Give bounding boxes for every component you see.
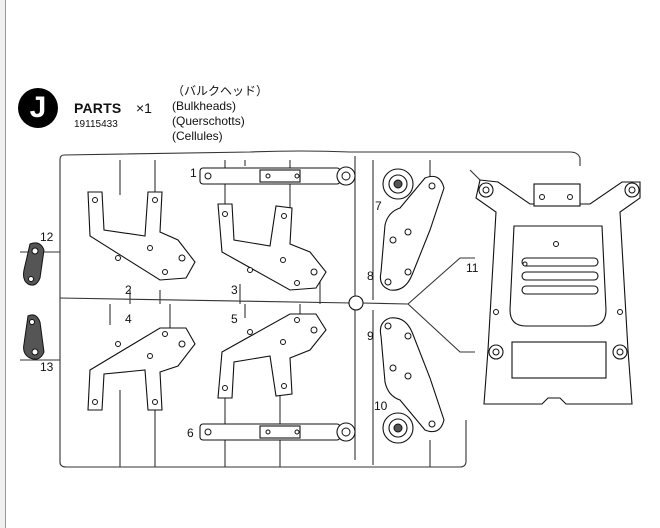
page-frame-edge (0, 0, 6, 528)
part-4-bulkhead (87, 327, 196, 411)
part-6-rod (199, 422, 356, 442)
part-label-9: 9 (367, 329, 374, 343)
part-1-rod (199, 166, 356, 186)
part-7-wheel (382, 168, 414, 200)
part-label-8: 8 (367, 269, 374, 283)
part-name-japanese: （バルクヘッド） (172, 84, 269, 98)
part-5-bulkhead (217, 313, 327, 399)
parts-quantity: ×1 (136, 100, 152, 116)
part-name-english: (Bulkheads) (172, 99, 237, 113)
parts-tree-header: J PARTS ×1 19115433 （バルクヘッド） (Bulkheads)… (18, 84, 318, 154)
part-label-3: 3 (231, 283, 238, 297)
sprue-frame (59, 150, 581, 468)
part-10-wheel (382, 412, 414, 444)
part-label-2: 2 (125, 283, 132, 297)
part-8-arm (379, 175, 445, 291)
part-name-german: (Querschotts) (172, 114, 245, 128)
part-label-12: 12 (40, 230, 54, 244)
sprue-gate-junction (348, 295, 364, 311)
tree-letter-badge: J (18, 88, 58, 128)
part-name-list: （バルクヘッド） (Bulkheads) (Querschotts) (Cell… (172, 84, 268, 144)
part-label-11: 11 (466, 261, 479, 275)
part-label-1: 1 (190, 166, 197, 180)
part-12-link (23, 242, 45, 286)
part-label-6: 6 (187, 426, 194, 440)
part-label-7: 7 (375, 199, 382, 213)
part-3-bulkhead (217, 203, 327, 291)
part-label-5: 5 (231, 312, 238, 326)
part-label-13: 13 (40, 360, 54, 374)
part-number: 19115433 (74, 119, 118, 130)
part-13-link (23, 314, 45, 360)
part-label-4: 4 (125, 312, 132, 326)
parts-label: PARTS (74, 100, 122, 116)
part-2-bulkhead (87, 191, 196, 281)
part-label-10: 10 (374, 399, 388, 413)
part-9-arm (379, 317, 445, 433)
part-name-french: (Cellules) (172, 129, 223, 143)
part-11-plate (475, 179, 641, 405)
